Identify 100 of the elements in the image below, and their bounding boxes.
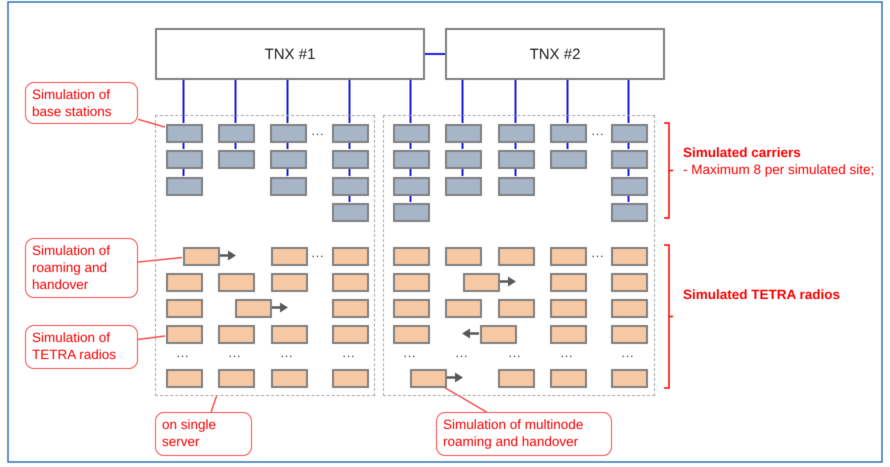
connector-line <box>514 80 516 123</box>
radio-block <box>550 273 587 292</box>
carrier-block <box>445 177 482 196</box>
connector-line <box>425 53 445 55</box>
carrier-block <box>498 124 535 143</box>
radio-block <box>611 299 648 318</box>
callout-bubble <box>25 82 138 124</box>
carrier-block <box>166 124 203 143</box>
connector-line <box>462 80 464 123</box>
heading: Simulated TETRA radios <box>683 287 840 302</box>
ellipsis: ... <box>342 346 356 360</box>
connector-line <box>286 80 288 123</box>
radio-block <box>218 369 255 388</box>
heading: Simulated carriers <box>683 145 801 160</box>
radio-block <box>271 369 308 388</box>
ellipsis: ... <box>228 346 242 360</box>
leader-line <box>138 256 182 263</box>
server-outline <box>155 115 375 396</box>
callout-bubble <box>25 325 138 369</box>
carrier-block <box>393 124 430 143</box>
carrier-block <box>270 124 307 143</box>
radio-block <box>393 273 430 292</box>
ellipsis: ... <box>312 246 324 260</box>
radio-block <box>611 325 648 344</box>
radio-block <box>611 369 648 388</box>
ellipsis: ... <box>592 124 604 138</box>
radio-block <box>218 325 255 344</box>
radio-block <box>445 247 482 266</box>
connector-line <box>410 80 412 123</box>
radio-block <box>445 299 482 318</box>
callout-text: Simulation of roaming and handover <box>32 242 112 293</box>
callout-text: Simulation of base stations <box>32 86 113 120</box>
callout-bubble <box>155 412 252 456</box>
switch-label: TNX #2 <box>530 46 580 62</box>
carrier-block <box>393 150 430 169</box>
carrier-block <box>166 177 203 196</box>
radio-block <box>550 299 587 318</box>
radio-block <box>410 369 447 388</box>
ellipsis: ... <box>456 346 468 360</box>
radio-block <box>498 247 535 266</box>
callout-text: Simulation of multinode roaming and handover <box>443 416 584 450</box>
radio-block <box>611 247 648 266</box>
server-outline <box>383 115 655 396</box>
carrier-block <box>218 124 255 143</box>
radio-block <box>271 247 308 266</box>
radio-block <box>550 325 587 344</box>
radio-block <box>271 273 308 292</box>
radio-block <box>550 369 587 388</box>
ellipsis: ... <box>508 346 522 360</box>
radio-block <box>166 299 203 318</box>
radio-block <box>498 369 535 388</box>
ellipsis: ... <box>622 346 634 360</box>
radio-block <box>332 299 369 318</box>
radio-block <box>393 325 430 344</box>
radio-block <box>550 247 587 266</box>
radio-block <box>271 325 308 344</box>
carrier-block <box>550 124 587 143</box>
carrier-block <box>611 177 648 196</box>
carrier-block <box>498 150 535 169</box>
carrier-block <box>332 177 369 196</box>
ellipsis: ... <box>560 346 574 360</box>
radio-block <box>332 273 369 292</box>
ellipsis: ... <box>404 346 416 360</box>
leader-line <box>443 386 487 413</box>
carrier-block <box>611 203 648 222</box>
connector-line <box>348 80 350 123</box>
callout-text: Simulation of TETRA radios <box>32 329 118 363</box>
ellipsis: ... <box>312 124 324 138</box>
carrier-block <box>393 177 430 196</box>
radio-block <box>393 299 430 318</box>
connector-line <box>566 80 568 123</box>
carrier-block <box>332 124 369 143</box>
leader-line <box>210 396 218 412</box>
radio-block <box>183 247 220 266</box>
carrier-block <box>270 177 307 196</box>
connector-line <box>234 80 236 123</box>
connector-line <box>182 80 184 123</box>
radio-block <box>332 369 369 388</box>
ellipsis: ... <box>280 346 294 360</box>
switch-label: TNX #1 <box>264 46 316 62</box>
callout-text: on single server <box>162 416 218 450</box>
radio-block <box>218 273 255 292</box>
carrier-block <box>445 124 482 143</box>
leader-line <box>138 335 166 340</box>
ellipsis: ... <box>176 346 190 360</box>
carrier-block <box>611 150 648 169</box>
carrier-block <box>445 150 482 169</box>
radio-block <box>393 247 430 266</box>
radio-block <box>235 299 272 318</box>
carrier-block <box>218 150 255 169</box>
ellipsis: ... <box>592 246 604 260</box>
callout-bubble <box>436 412 612 456</box>
switch-box <box>445 28 665 80</box>
carrier-block <box>332 203 369 222</box>
carrier-block <box>270 150 307 169</box>
radio-block <box>332 325 369 344</box>
leader-line <box>138 118 166 128</box>
radio-block <box>480 325 517 344</box>
radio-block <box>611 273 648 292</box>
connector-line <box>628 80 630 123</box>
